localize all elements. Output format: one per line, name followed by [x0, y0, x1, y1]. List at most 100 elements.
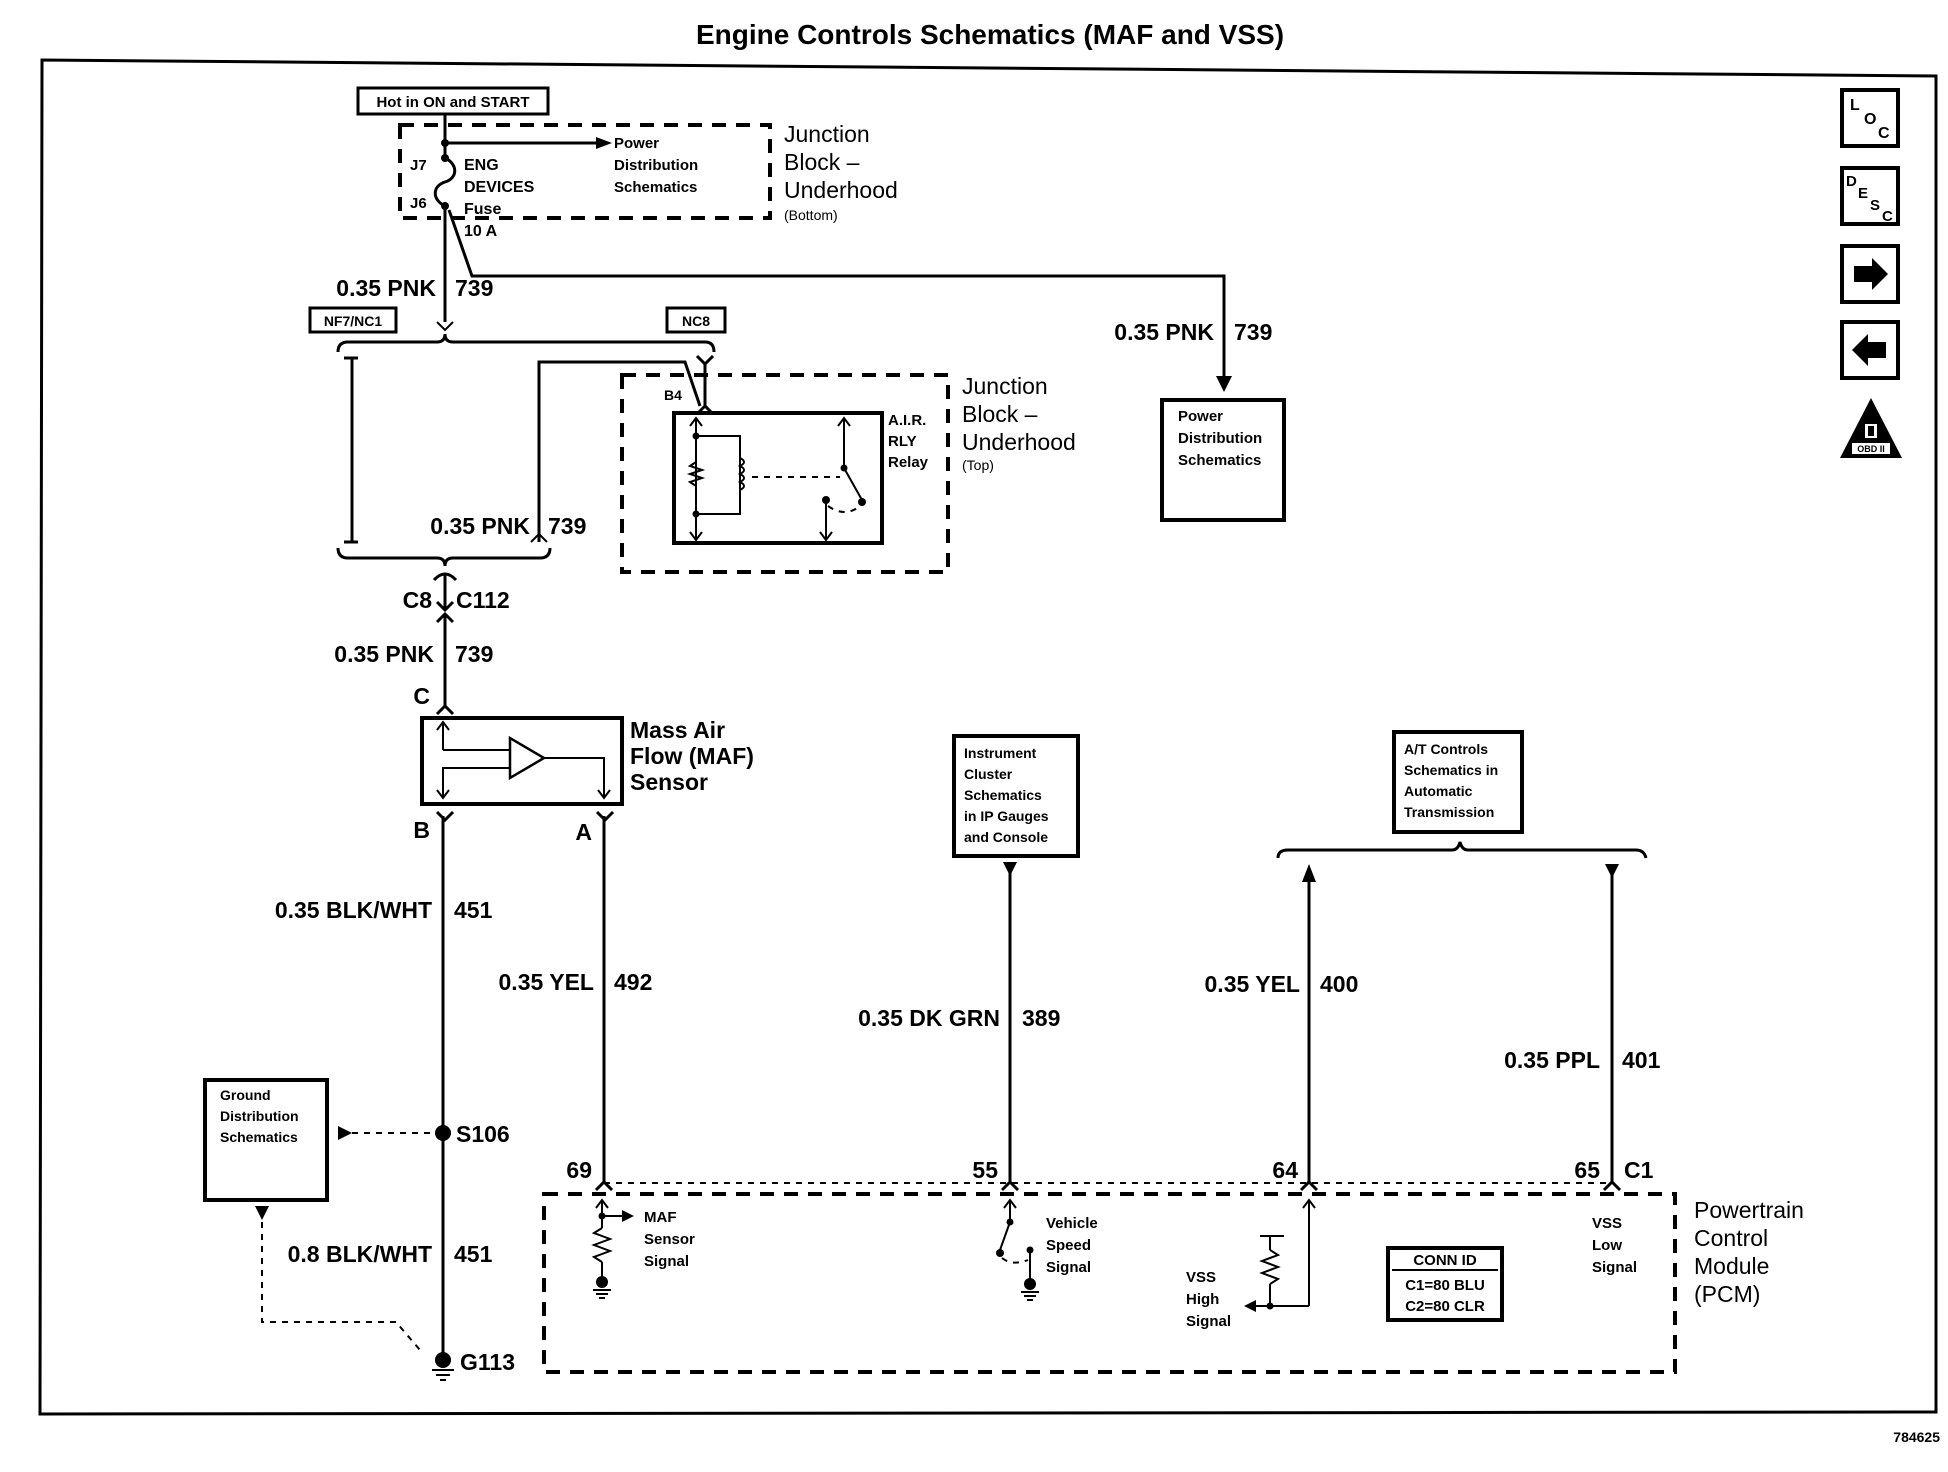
vehicle-speed-signal-label: Vehicle Speed Signal	[1046, 1215, 1098, 1276]
wire-400-circuit: 400	[1320, 971, 1358, 997]
svg-text:S: S	[1870, 197, 1880, 214]
svg-text:in IP Gauges: in IP Gauges	[964, 808, 1049, 824]
svg-text:Flow (MAF): Flow (MAF)	[630, 743, 754, 769]
arrow-down-icon	[255, 1206, 269, 1220]
ground-g113-icon	[432, 1352, 454, 1381]
svg-text:Signal: Signal	[1592, 1259, 1637, 1276]
pcm-pin-terminals	[594, 1179, 1622, 1192]
svg-text:ENG: ENG	[464, 157, 499, 174]
svg-text:Schematics: Schematics	[220, 1129, 298, 1145]
splice-s106-label: S106	[456, 1121, 510, 1147]
svg-text:Sensor: Sensor	[630, 769, 708, 795]
at-brace	[1276, 841, 1648, 859]
svg-text:Underhood: Underhood	[784, 177, 898, 203]
arrow-right-icon	[596, 137, 612, 149]
svg-text:VSS: VSS	[1592, 1215, 1622, 1232]
wire-401-circuit: 401	[1622, 1047, 1661, 1073]
arrow-left-icon	[338, 1126, 352, 1140]
wire-451-gauge: 0.35 BLK/WHT	[275, 897, 432, 923]
junction-block-bottom-boundary	[398, 123, 772, 220]
wire-389-gauge: 0.35 DK GRN	[858, 1005, 1000, 1031]
pcm-boundary	[542, 1192, 1677, 1374]
maf-sensor-label: Mass Air Flow (MAF) Sensor	[630, 717, 754, 795]
power-distribution-ref-box[interactable]: Power Distribution Schematics	[1160, 398, 1286, 522]
pcm-label: Powertrain Control Module (PCM)	[1694, 1197, 1804, 1307]
pcm-pin-64: 64	[1272, 1157, 1298, 1183]
svg-text:(Top): (Top)	[962, 457, 994, 473]
svg-text:Signal: Signal	[1186, 1313, 1231, 1330]
wire-739-low-circuit: 739	[455, 641, 493, 667]
junction-block-bottom-label: Junction Block – Underhood (Bottom)	[784, 121, 898, 223]
connector-terminal	[530, 532, 548, 543]
svg-text:Signal: Signal	[644, 1253, 689, 1270]
svg-text:Power: Power	[614, 135, 659, 152]
svg-text:Underhood: Underhood	[962, 429, 1076, 455]
svg-text:Distribution: Distribution	[1178, 430, 1262, 447]
pcm-pin-55: 55	[972, 1157, 998, 1183]
obd-ii-icon[interactable]: OBD II	[1840, 398, 1902, 458]
svg-text:RLY: RLY	[888, 433, 917, 450]
wire-739-circuit: 739	[455, 275, 493, 301]
arrow-down-icon	[1216, 376, 1232, 392]
svg-text:Transmission: Transmission	[1404, 804, 1494, 820]
connector-c8-label: C8	[403, 587, 433, 613]
conn-id-row: C1=80 BLU	[1405, 1277, 1485, 1294]
svg-text:Power: Power	[1178, 408, 1223, 425]
relay-label: A.I.R. RLY Relay	[888, 412, 929, 471]
svg-text:O: O	[1864, 111, 1876, 128]
wire-739-right-gauge: 0.35 PNK	[1114, 319, 1214, 345]
svg-text:C: C	[1882, 208, 1893, 225]
conn-id-table: CONN ID C1=80 BLU C2=80 CLR	[1386, 1246, 1504, 1322]
wire-739-mid-circuit: 739	[548, 513, 586, 539]
svg-text:D: D	[1846, 173, 1857, 190]
wire-451b-gauge: 0.8 BLK/WHT	[288, 1241, 432, 1267]
svg-text:Block –: Block –	[784, 149, 860, 175]
ground-g113-label: G113	[460, 1349, 515, 1375]
svg-text:Powertrain: Powertrain	[1694, 1197, 1804, 1223]
svg-text:VSS: VSS	[1186, 1269, 1216, 1286]
svg-text:A/T Controls: A/T Controls	[1404, 741, 1488, 757]
instrument-cluster-ref-box[interactable]: Instrument Cluster Schematics in IP Gaug…	[952, 734, 1080, 858]
ground-ref-dashed-return	[261, 1222, 421, 1351]
svg-text:Ground: Ground	[220, 1087, 271, 1103]
svg-text:10 A: 10 A	[464, 223, 498, 240]
svg-text:(Bottom): (Bottom)	[784, 207, 838, 223]
at-controls-ref-box[interactable]: A/T Controls Schematics in Automatic Tra…	[1392, 730, 1524, 834]
figure-number: 784625	[1893, 1429, 1940, 1445]
pds-ref-label: Power Distribution Schematics	[614, 135, 698, 196]
ground-distribution-ref-box[interactable]: Ground Distribution Schematics	[203, 1078, 329, 1202]
desc-icon[interactable]: D E S C	[1840, 166, 1900, 226]
conn-id-row: C2=80 CLR	[1405, 1298, 1485, 1315]
wire-389-circuit: 389	[1022, 1005, 1060, 1031]
wire-739-gauge: 0.35 PNK	[336, 275, 436, 301]
hot-in-on-start-label: Hot in ON and START	[356, 86, 550, 116]
junction-block-top-label: Junction Block – Underhood (Top)	[962, 373, 1076, 473]
svg-text:DEVICES: DEVICES	[464, 179, 535, 196]
connector-nf7-nc1: NF7/NC1	[308, 306, 398, 334]
terminal-j6: J6	[410, 195, 427, 212]
svg-text:Speed: Speed	[1046, 1237, 1091, 1254]
svg-text:Schematics in: Schematics in	[1404, 762, 1498, 778]
connector-brace-top	[336, 333, 716, 353]
arrow-down-icon	[1605, 864, 1619, 878]
wire-492-gauge: 0.35 YEL	[499, 969, 594, 995]
next-arrow-icon[interactable]	[1840, 244, 1900, 304]
svg-text:MAF: MAF	[644, 1209, 677, 1226]
svg-text:Instrument: Instrument	[964, 745, 1037, 761]
previous-arrow-icon[interactable]	[1840, 320, 1900, 380]
splice-s106-dot	[435, 1125, 451, 1141]
maf-pin-a: A	[575, 819, 592, 845]
svg-text:High: High	[1186, 1291, 1219, 1308]
svg-text:Cluster: Cluster	[964, 766, 1013, 782]
svg-text:L: L	[1850, 97, 1860, 114]
svg-text:Sensor: Sensor	[644, 1231, 695, 1248]
terminal-b4: B4	[664, 387, 682, 403]
loc-icon[interactable]: L O C	[1840, 88, 1900, 148]
wire-492-circuit: 492	[614, 969, 652, 995]
svg-text:Fuse: Fuse	[464, 201, 501, 218]
pcm-vss-high-input	[1244, 1198, 1316, 1312]
fuse-symbol	[433, 156, 457, 208]
svg-text:Mass Air: Mass Air	[630, 717, 725, 743]
maf-sensor	[420, 716, 624, 806]
svg-text:Schematics: Schematics	[614, 179, 697, 196]
